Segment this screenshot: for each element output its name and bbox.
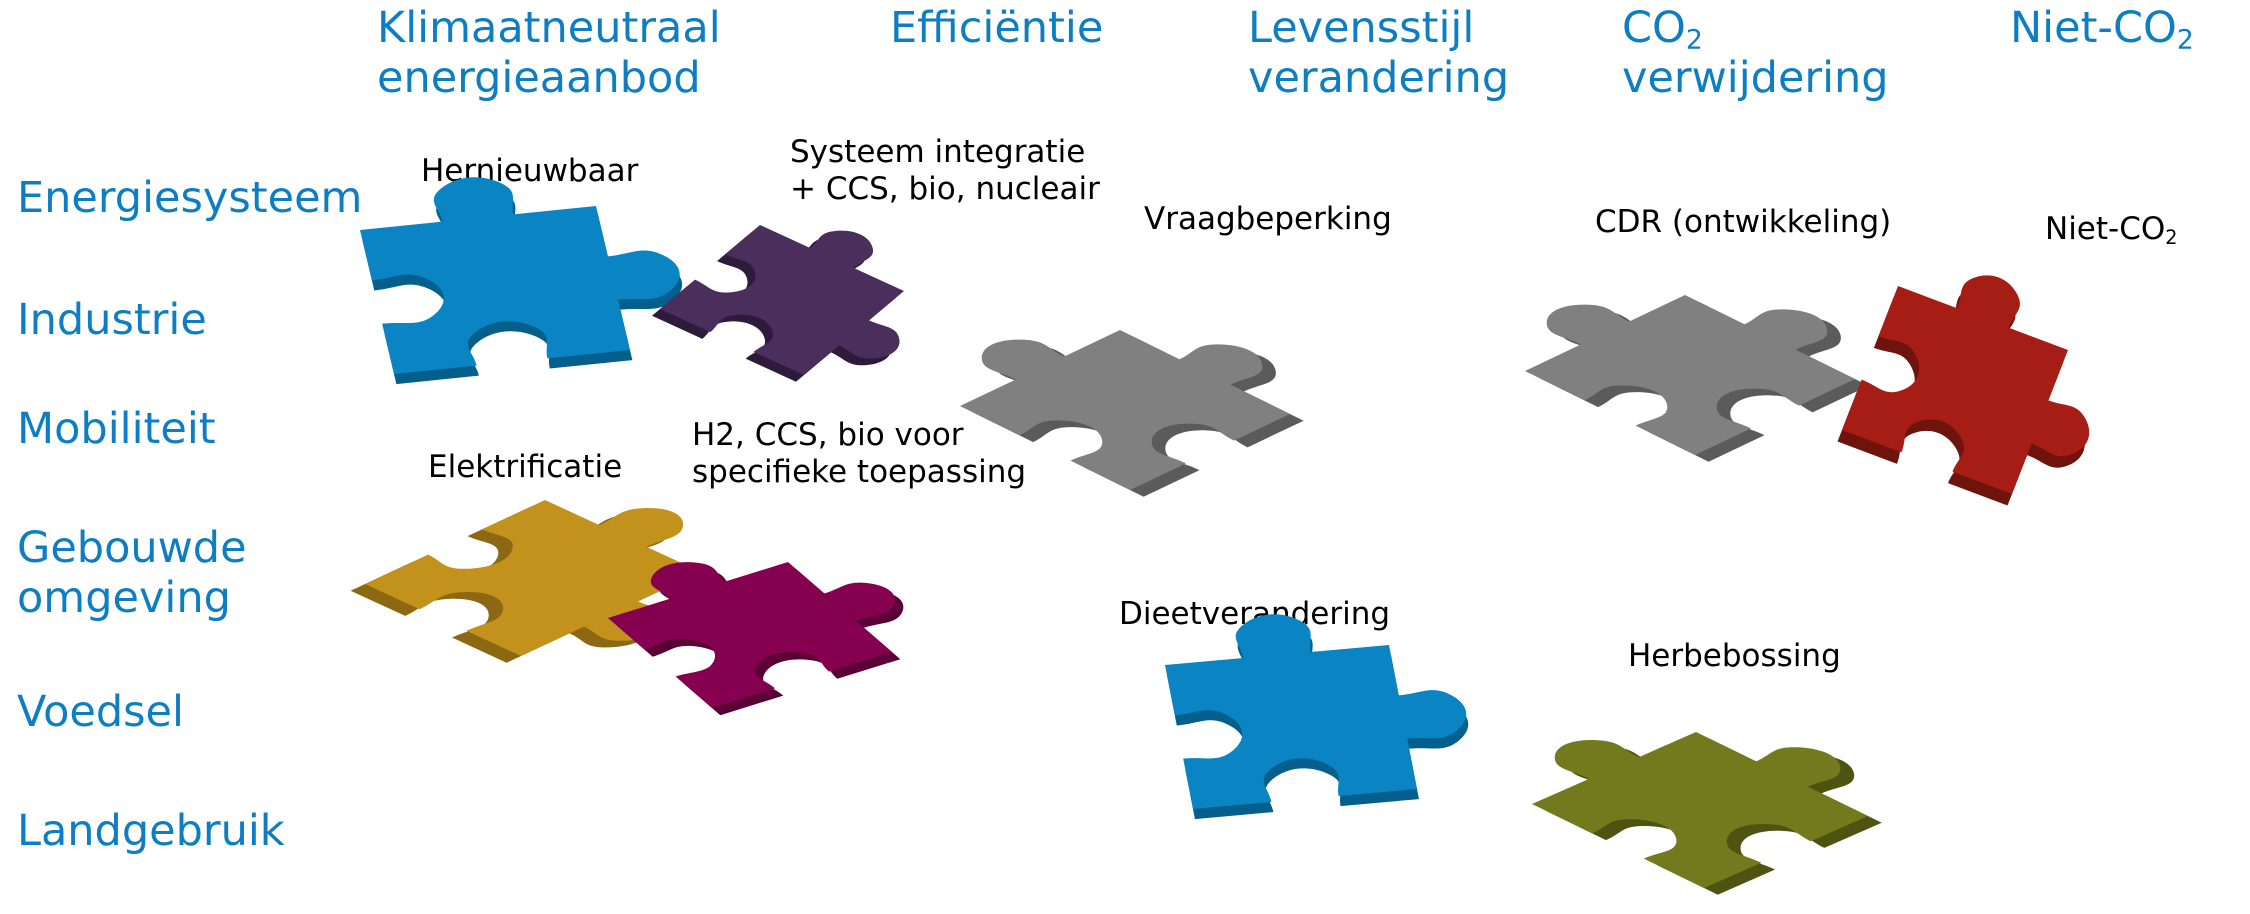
row-header-mobiliteit: Mobiliteit xyxy=(17,404,216,454)
column-header-levensstijl: Levensstijl verandering xyxy=(1248,3,1509,103)
label-vraagbeperking: Vraagbeperking xyxy=(1144,201,1392,237)
column-header-niet-co2: Niet-CO2 xyxy=(2010,3,2194,56)
piece-dieetverandering xyxy=(1157,598,1482,820)
label-h2-ccs-line1: H2, CCS, bio voor xyxy=(692,417,964,453)
row-header-energiesysteem: Energiesysteem xyxy=(17,173,363,223)
label-h2-ccs-line2: specifieke toepassing xyxy=(692,454,1027,490)
piece-hernieuwbaar xyxy=(350,158,699,385)
piece-herbebossing xyxy=(1483,688,1928,895)
label-elektrificatie: Elektrificatie xyxy=(428,449,623,485)
column-header-efficientie: Efficiëntie xyxy=(890,3,1104,53)
label-cdr: CDR (ontwikkeling) xyxy=(1595,204,1892,240)
column-header-co2-line1: CO2 xyxy=(1622,3,1703,56)
label-systeem-integratie: Systeem integratie + CCS, bio, nucleair xyxy=(790,134,1100,208)
row-header-industrie: Industrie xyxy=(17,295,207,345)
column-header-co2-line2: verwijdering xyxy=(1622,53,1889,103)
column-header-klimaatneutraal: Klimaatneutraal energieaanbod xyxy=(377,3,721,103)
column-header-levensstijl-line1: Levensstijl xyxy=(1248,3,1475,53)
row-header-gebouwde-line2: omgeving xyxy=(17,573,231,623)
column-header-levensstijl-line2: verandering xyxy=(1248,53,1510,103)
label-niet-co2: Niet-CO2 xyxy=(2045,211,2178,249)
piece-systeem-integratie xyxy=(652,201,973,401)
label-systeem-integratie-line1: Systeem integratie xyxy=(790,134,1086,170)
row-header-voedsel: Voedsel xyxy=(17,687,184,737)
piece-vraagbeperking xyxy=(912,285,1349,497)
label-h2-ccs: H2, CCS, bio voor specifieke toepassing xyxy=(692,417,1026,491)
row-header-gebouwde-omgeving: Gebouwde omgeving xyxy=(17,523,247,623)
row-header-gebouwde-line1: Gebouwde xyxy=(17,523,247,573)
column-header-co2-verwijdering: CO2 verwijdering xyxy=(1622,3,1889,103)
column-header-klimaatneutraal-line1: Klimaatneutraal xyxy=(377,3,721,53)
label-herbebossing: Herbebossing xyxy=(1628,638,1841,674)
row-header-landgebruik: Landgebruik xyxy=(17,806,285,856)
label-systeem-integratie-line2: + CCS, bio, nucleair xyxy=(790,171,1100,207)
column-header-klimaatneutraal-line2: energieaanbod xyxy=(377,53,701,103)
piece-niet-co2 xyxy=(1837,245,2132,524)
